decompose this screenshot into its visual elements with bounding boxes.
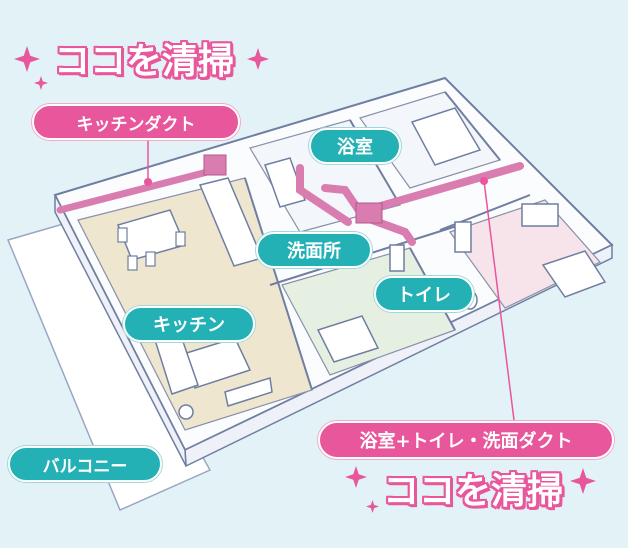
sparkle-icon: [345, 466, 367, 488]
bath-duct-marker: [480, 177, 488, 185]
door-toilet: [389, 244, 405, 272]
headline-bottom: ココを清掃: [383, 471, 564, 512]
kitchen-duct-marker: [144, 178, 152, 186]
headline-top: ココを清掃: [54, 41, 235, 82]
bookshelf: [521, 203, 559, 227]
left-wall: [54, 194, 187, 467]
kitchen-duct-label: キッチンダクト: [32, 104, 240, 140]
central-fan-box: [355, 202, 383, 224]
sparkle-icon: [247, 48, 269, 70]
balcony-label: バルコニー: [8, 446, 162, 482]
door: [454, 221, 472, 253]
bathroom-label: 浴室: [309, 128, 401, 164]
toilet-label: トイレ: [374, 276, 474, 312]
bed: [410, 107, 482, 166]
washroom-label: 洗面所: [256, 232, 372, 268]
dining-chairs: [117, 227, 186, 271]
bath-toilet-wash-duct-label: 浴室+トイレ・洗面ダクト: [318, 421, 614, 459]
bedroom-floor: [449, 199, 601, 309]
plant-icon: [178, 404, 194, 420]
bathtub: [264, 157, 306, 208]
tv-stand: [224, 377, 273, 407]
kitchen-label: キッチン: [123, 306, 255, 342]
sparkle-icon: [34, 76, 48, 90]
ventilation-ducts: [56, 162, 524, 246]
leader-lines: [147, 135, 516, 429]
kitchen-fan-box: [203, 154, 227, 176]
balcony-floor: [6, 221, 212, 511]
sparkle-icon: [14, 46, 40, 72]
sparkle-icon: [366, 500, 379, 513]
sparkle-icon: [570, 468, 596, 494]
washroom-mat: [316, 315, 380, 363]
bed-right: [541, 250, 607, 298]
